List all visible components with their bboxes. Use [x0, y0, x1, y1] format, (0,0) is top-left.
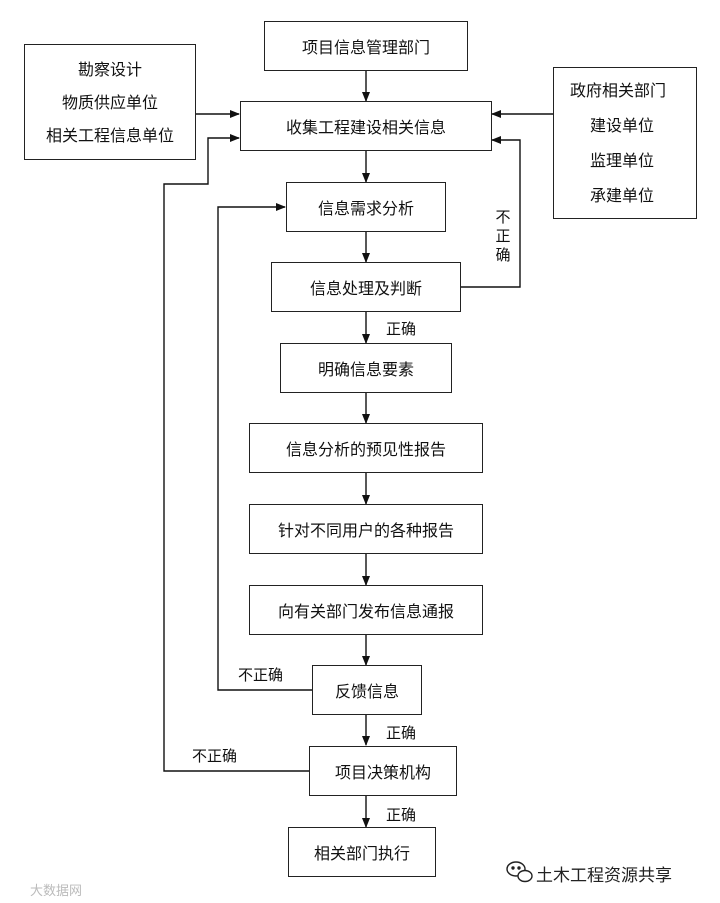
label-incorrect-decision: 不正确	[192, 747, 238, 765]
box-forecast-report: 信息分析的预见性报告	[249, 423, 483, 473]
box-decision-body: 项目决策机构	[309, 746, 457, 796]
right-source-item: 监理单位	[590, 151, 655, 170]
left-sources-box: 勘察设计 物质供应单位 相关工程信息单位	[24, 44, 196, 160]
label-char: 确	[495, 246, 511, 264]
loop-feedback-to-demand	[217, 203, 312, 691]
left-source-item: 相关工程信息单位	[45, 125, 174, 145]
box-collect-info: 收集工程建设相关信息	[240, 101, 492, 151]
loop-decision-to-collect	[163, 134, 309, 772]
right-sources-box: 政府相关部门 建设单位 监理单位 承建单位	[553, 67, 697, 219]
left-source-item: 勘察设计	[77, 59, 142, 79]
label-correct-3: 正确	[386, 806, 417, 824]
label-correct-1: 正确	[386, 320, 417, 338]
left-source-item: 物质供应单位	[61, 92, 158, 112]
box-execute: 相关部门执行	[288, 827, 436, 877]
box-demand-analysis: 信息需求分析	[286, 182, 446, 232]
label-correct-2: 正确	[386, 724, 417, 742]
loop-process-to-collect	[461, 136, 521, 288]
label-char: 正	[495, 227, 511, 245]
right-source-item: 政府相关部门	[570, 81, 667, 100]
box-user-reports: 针对不同用户的各种报告	[249, 504, 483, 554]
box-feedback: 反馈信息	[312, 665, 422, 715]
label-incorrect-vertical: 不 正 确	[494, 208, 512, 265]
box-info-elements: 明确信息要素	[280, 343, 452, 393]
right-source-item: 建设单位	[590, 116, 655, 135]
watermark-corner: 大数据网	[30, 884, 83, 899]
label-incorrect-feedback: 不正确	[238, 666, 284, 684]
box-publish-notice: 向有关部门发布信息通报	[249, 585, 483, 635]
watermark-brand: 土木工程资源共享	[536, 866, 672, 886]
wechat-logo-icon	[506, 861, 533, 883]
box-info-management-dept: 项目信息管理部门	[264, 21, 468, 71]
box-process-judge: 信息处理及判断	[271, 262, 461, 312]
label-char: 不	[495, 208, 511, 226]
right-source-item: 承建单位	[590, 186, 655, 205]
